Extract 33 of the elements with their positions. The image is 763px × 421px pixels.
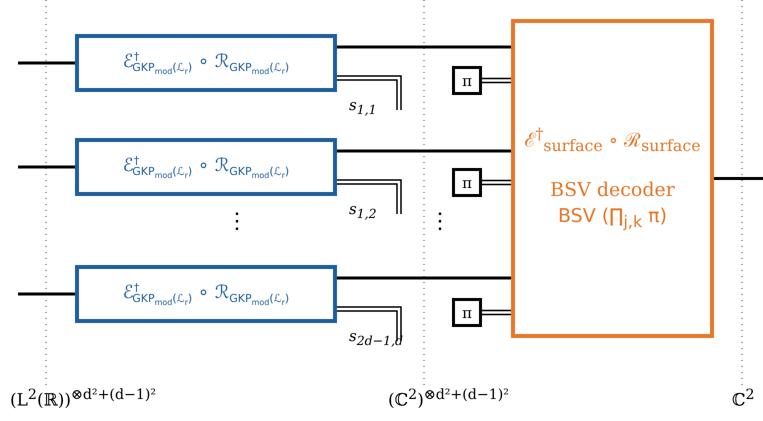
quantum-wire [337, 150, 511, 152]
ellipsis: ⋮ [429, 208, 451, 234]
edge-label: s$_{1,2}$ [349, 200, 377, 221]
space-label: ℂ$^{2}$ [732, 387, 755, 411]
operation-box [75, 138, 337, 196]
decoder-formula: BSV (∏$_{j,k}$ π) [558, 205, 668, 231]
ellipsis: ⋮ [226, 208, 248, 234]
decoder-box [511, 19, 714, 338]
quantum-wire [18, 166, 75, 168]
operation-box [75, 265, 337, 323]
permutation-label: π [462, 304, 472, 322]
classical-wire [481, 78, 512, 84]
permutation-box [452, 168, 482, 197]
classical-wire [481, 180, 512, 186]
decoder-title: BSV decoder [550, 179, 675, 202]
edge-label: s$_{1,1}$ [349, 96, 377, 117]
quantum-wire [714, 177, 763, 180]
classical-wire [336, 179, 402, 215]
quantum-wire [337, 276, 511, 280]
quantum-wire [337, 46, 511, 48]
classical-wire [481, 310, 512, 316]
permutation-label: π [462, 72, 472, 90]
operation-label: ℰ$^{†}$$_{surface}$ ∘ ℛ$_{surface}$ [524, 124, 701, 156]
classical-wire [336, 306, 402, 342]
permutation-box [452, 66, 482, 95]
operation-box [75, 34, 337, 92]
quantum-wire [18, 62, 75, 64]
space-label: (ℂ$^{2}$)$^{⊗d²+(d−1)²}$ [388, 387, 509, 411]
permutation-box [452, 298, 482, 327]
space-label: (L$^{2}$(ℝ))$^{⊗d²+(d−1)²}$ [10, 387, 156, 411]
permutation-label: π [462, 174, 472, 192]
quantum-wire [18, 292, 75, 296]
classical-wire [336, 75, 402, 111]
